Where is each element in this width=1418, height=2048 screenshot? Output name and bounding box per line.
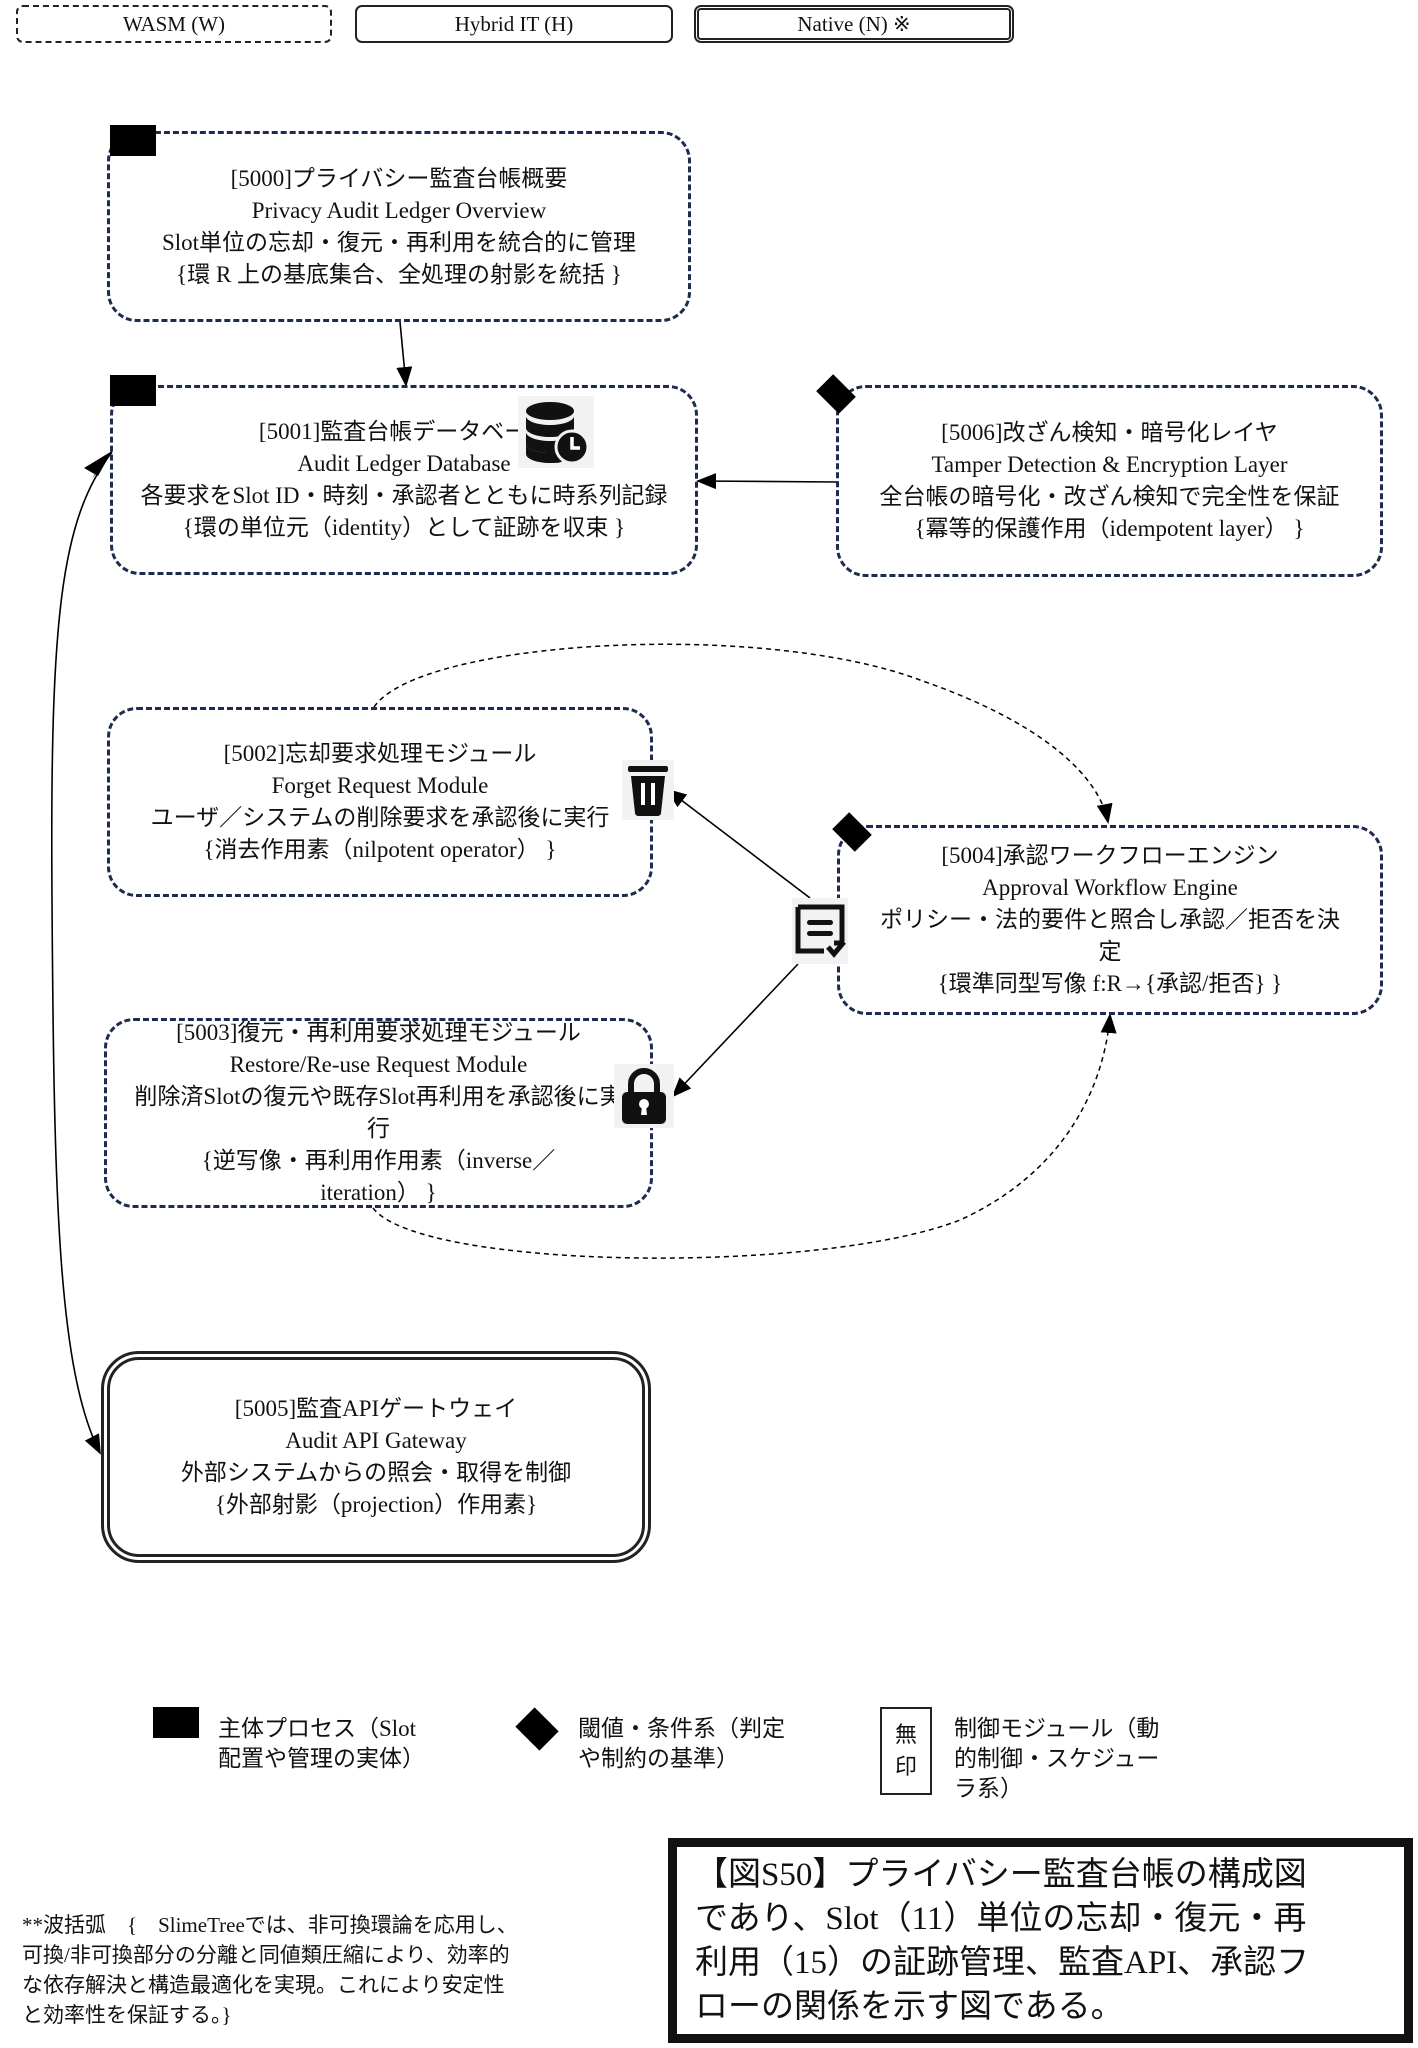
node-5005-subtitle: Audit API Gateway bbox=[285, 1428, 467, 1453]
legend-diamond-line1: 閾値・条件系（判定 bbox=[578, 1716, 785, 1741]
footnote: **波括弧 { SlimeTreeでは、非可換環論を応用し、 可換/非可換部分の… bbox=[22, 1910, 642, 2030]
node-5000-subtitle: Privacy Audit Ledger Overview bbox=[251, 197, 547, 223]
legend-native: Native (N) ※ bbox=[694, 5, 1014, 43]
lock-icon bbox=[614, 1064, 674, 1128]
legend-hybrid-label: Hybrid IT (H) bbox=[454, 11, 574, 36]
approval-note-icon bbox=[792, 898, 848, 964]
node-5001-subtitle: Audit Ledger Database bbox=[297, 451, 511, 476]
node-5005-title: [5005]監査APIゲートウェイ bbox=[234, 1396, 518, 1421]
edge-5006-5001 bbox=[696, 473, 839, 490]
footnote-line4: と効率性を保証する。} bbox=[22, 2003, 232, 2027]
legend-muji-char2: 印 bbox=[894, 1754, 917, 1779]
legend-diamond-text: 閾値・条件系（判定 や制約の基準） bbox=[578, 1714, 838, 1774]
node-5001-math: {環の単位元（identity）として証跡を収束 } bbox=[182, 515, 626, 540]
arrowhead-5001 bbox=[84, 451, 112, 476]
node-5004[interactable]: [5004]承認ワークフローエンジン Approval Workflow Eng… bbox=[837, 825, 1383, 1015]
subject-process-marker bbox=[110, 125, 156, 156]
node-5000-title: [5000]プライバシー監査台帳概要 bbox=[230, 165, 568, 191]
node-5006-subtitle: Tamper Detection & Encryption Layer bbox=[931, 452, 1288, 477]
node-5006-math: {冪等的保護作用（idempotent layer） } bbox=[914, 516, 1305, 541]
node-5005-desc: 外部システムからの照会・取得を制御 bbox=[180, 1460, 572, 1485]
node-5004-math: {環準同型写像 f:R→{承認/拒否} } bbox=[937, 971, 1283, 996]
legend-muji-line1: 制御モジュール（動 bbox=[954, 1716, 1160, 1741]
legend-muji-box: 無 印 bbox=[880, 1707, 932, 1795]
node-5006-desc: 全台帳の暗号化・改ざん検知で完全性を保証 bbox=[879, 484, 1340, 509]
node-5003-desc: 削除済Slotの復元や既存Slot再利用を承認後に実行 bbox=[134, 1084, 623, 1141]
legend-muji-line3: ラ系） bbox=[954, 1776, 1023, 1801]
node-5005-math: {外部射影（projection）作用素} bbox=[214, 1492, 538, 1517]
node-5001-desc: 各要求をSlot ID・時刻・承認者とともに時系列記録 bbox=[140, 483, 668, 508]
node-5003[interactable]: [5003]復元・再利用要求処理モジュール Restore/Re-use Req… bbox=[104, 1018, 653, 1208]
legend-native-label: Native (N) ※ bbox=[797, 11, 911, 36]
node-5006[interactable]: [5006]改ざん検知・暗号化レイヤ Tamper Detection & En… bbox=[836, 385, 1383, 577]
node-5004-subtitle: Approval Workflow Engine bbox=[982, 875, 1238, 900]
node-5003-math: {逆写像・再利用作用素（inverse／iteration） } bbox=[201, 1148, 556, 1205]
caption-line1: 【図S50】プライバシー監査台帳の構成図 bbox=[695, 1857, 1307, 1893]
node-5002-title: [5002]忘却要求処理モジュール bbox=[223, 741, 537, 766]
database-clock-icon bbox=[518, 396, 594, 468]
node-5004-desc: ポリシー・法的要件と照合し承認／拒否を決定 bbox=[880, 907, 1340, 964]
legend-square-icon bbox=[153, 1707, 199, 1738]
legend-diamond-line2: や制約の基準） bbox=[578, 1746, 739, 1771]
node-5000-desc: Slot単位の忘却・復元・再利用を統合的に管理 bbox=[161, 229, 637, 255]
legend-diamond-icon bbox=[515, 1707, 559, 1751]
node-5003-subtitle: Restore/Re-use Request Module bbox=[229, 1052, 528, 1077]
node-5005[interactable]: [5005]監査APIゲートウェイ Audit API Gateway 外部シス… bbox=[101, 1351, 651, 1563]
edge-5000-5001 bbox=[396, 321, 413, 387]
legend-square-text: 主体プロセス（Slot 配置や管理の実体） bbox=[218, 1714, 458, 1774]
node-5001[interactable]: [5001]監査台帳データベース Audit Ledger Database 各… bbox=[110, 385, 698, 575]
edge-5001-5005 bbox=[50, 451, 113, 1455]
legend-wasm-label: WASM (W) bbox=[122, 11, 226, 36]
subject-process-marker bbox=[110, 375, 156, 406]
footnote-line1: **波括弧 { SlimeTreeでは、非可換環論を応用し、 bbox=[22, 1913, 518, 1937]
node-5002-math: {消去作用素（nilpotent operator） } bbox=[203, 837, 557, 862]
legend-muji-line2: 的制御・スケジュー bbox=[954, 1746, 1160, 1771]
legend-muji-char1: 無 bbox=[894, 1722, 917, 1747]
trash-icon bbox=[622, 760, 674, 820]
caption-line4: ローの関係を示す図である。 bbox=[695, 1989, 1124, 2025]
footnote-line3: な依存解決と構造最適化を実現。これにより安定性 bbox=[22, 1973, 505, 1997]
node-5000[interactable]: [5000]プライバシー監査台帳概要 Privacy Audit Ledger … bbox=[107, 131, 691, 322]
node-5006-title: [5006]改ざん検知・暗号化レイヤ bbox=[941, 420, 1278, 445]
figure-caption: 【図S50】プライバシー監査台帳の構成図 であり、Slot（11）単位の忘却・復… bbox=[668, 1838, 1413, 2043]
node-5003-title: [5003]復元・再利用要求処理モジュール bbox=[176, 1020, 581, 1045]
legend-wasm: WASM (W) bbox=[16, 5, 332, 43]
node-5002-desc: ユーザ／システムの削除要求を承認後に実行 bbox=[150, 805, 610, 830]
caption-line3: 利用（15）の証跡管理、監査API、承認フ bbox=[695, 1945, 1310, 1981]
edge-5004-5002 bbox=[666, 788, 811, 899]
footnote-line2: 可換/非可換部分の分離と同値類圧縮により、効率的 bbox=[22, 1943, 510, 1967]
edge-5004-5003 bbox=[671, 963, 799, 1098]
node-5002[interactable]: [5002]忘却要求処理モジュール Forget Request Module … bbox=[107, 707, 653, 897]
legend-square-line2: 配置や管理の実体） bbox=[218, 1746, 425, 1771]
legend-muji-text: 制御モジュール（動 的制御・スケジュー ラ系） bbox=[954, 1714, 1214, 1804]
legend-hybrid: Hybrid IT (H) bbox=[355, 5, 673, 43]
legend-square-line1: 主体プロセス（Slot bbox=[218, 1716, 417, 1741]
caption-line2: であり、Slot（11）単位の忘却・復元・再 bbox=[695, 1901, 1307, 1937]
node-5004-title: [5004]承認ワークフローエンジン bbox=[941, 843, 1279, 868]
node-5000-math: {環 R 上の基底集合、全処理の射影を統括 } bbox=[176, 261, 622, 287]
node-5002-subtitle: Forget Request Module bbox=[271, 773, 489, 798]
node-5001-title: [5001]監査台帳データベース bbox=[258, 419, 550, 444]
